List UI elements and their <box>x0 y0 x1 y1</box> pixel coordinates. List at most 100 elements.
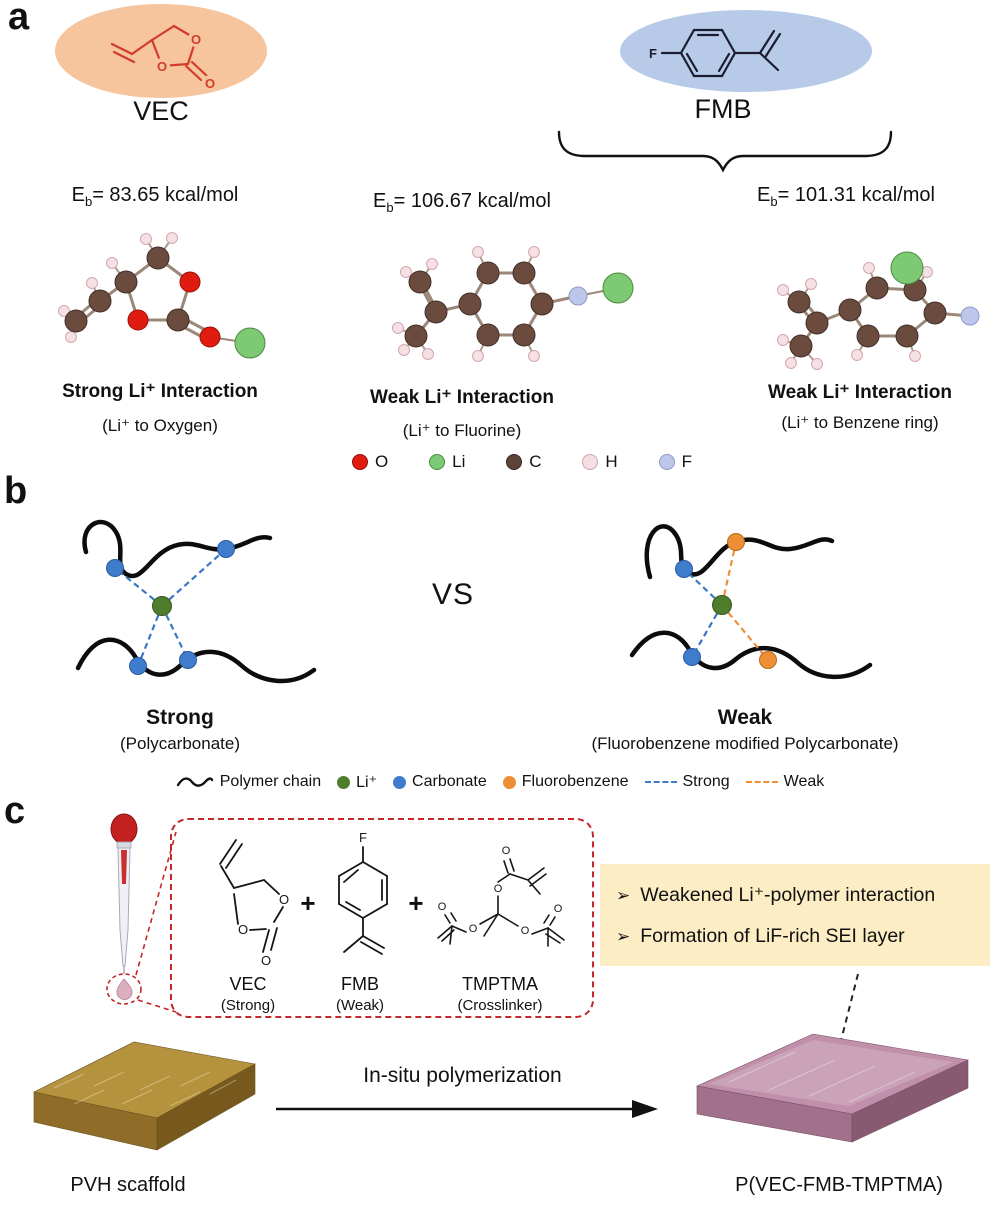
dropper-body <box>117 847 131 967</box>
panel-b-legend: Polymer chain Li⁺ Carbonate Fluorobenzen… <box>100 772 900 792</box>
product-membrane-slab <box>695 1033 970 1143</box>
atom-legend-item: H <box>582 452 618 472</box>
panel-b-label: b <box>4 470 28 512</box>
oxygen-atom-icon <box>352 454 368 470</box>
legend-li: Li⁺ <box>337 772 377 792</box>
polymerization-arrow <box>276 1100 658 1118</box>
eb-sub: b <box>770 194 778 209</box>
legend-label: Weak <box>783 773 825 790</box>
vec-highlight-ellipse <box>55 4 267 98</box>
hydrogen-atom-icon <box>582 454 599 470</box>
svg-text:O: O <box>157 59 167 74</box>
model3-carbons <box>787 276 947 358</box>
plus-sign: + <box>300 888 316 918</box>
svg-text:O: O <box>191 32 201 47</box>
fmb-brace <box>557 130 893 173</box>
electrolyte-drop <box>116 978 133 1000</box>
model2-lithium-ion <box>602 272 634 304</box>
fmb-fluorine-label: F <box>649 46 657 61</box>
lithium-ion-dot <box>152 596 172 616</box>
vec-c-oxygen-labels: O O O <box>238 892 289 968</box>
model-fmb-li-ring <box>777 251 980 370</box>
panel-c-label: c <box>4 790 26 832</box>
eb-prefix: E <box>71 184 85 206</box>
carbon-atom-icon <box>506 454 523 470</box>
slab-side-face <box>851 1059 969 1143</box>
tmptma-structure-c: O O O O O O <box>437 845 565 947</box>
eb-sub: b <box>84 194 93 209</box>
vec-c-role: (Strong) <box>220 997 276 1014</box>
model3-lithium-ion <box>890 251 924 285</box>
fluorobenzene-dot-icon <box>502 775 516 789</box>
eb-value: = 101.31 kcal/mol <box>777 184 935 206</box>
model3-title: Weak Li⁺ Interaction <box>768 382 952 403</box>
benefit-item: ➢ Weakened Li⁺-polymer interaction <box>616 883 974 907</box>
tmptma-c-name: TMPTMA <box>462 974 538 994</box>
dropper-illustration <box>106 813 142 1005</box>
binding-energy-fmb-f: Eb= 106.67 kcal/mol <box>342 190 582 215</box>
legend-polymer-chain: Polymer chain <box>176 773 321 791</box>
strong-interaction-schematic <box>75 519 317 684</box>
svg-text:O: O <box>469 923 478 935</box>
legend-label: Carbonate <box>412 773 487 790</box>
fmb-bonds <box>660 28 782 78</box>
svg-text:F: F <box>359 830 367 845</box>
polymer-chain-icon <box>176 777 213 787</box>
fmb-structure-drawing: F <box>649 28 782 78</box>
eb-prefix: E <box>757 184 771 206</box>
dropper-liquid <box>121 850 127 884</box>
atom-legend-item: C <box>506 452 542 472</box>
strong-title: Strong <box>146 706 214 729</box>
legend-carbonate: Carbonate <box>393 773 487 791</box>
fmb-c-name: FMB <box>341 974 379 994</box>
svg-text:O: O <box>502 845 511 857</box>
eb-prefix: E <box>373 190 387 212</box>
model2-hydrogens <box>392 246 540 362</box>
atom-legend-item: O <box>352 452 388 472</box>
strong-subtitle: (Polycarbonate) <box>119 734 240 753</box>
atom-symbol: C <box>529 452 542 471</box>
fmb-structure-c: F <box>338 830 388 955</box>
eb-sub: b <box>386 200 394 215</box>
process-label: In-situ polymerization <box>363 1064 562 1087</box>
model2-title: Weak Li⁺ Interaction <box>370 387 554 408</box>
arrow-bullet-icon: ➢ <box>616 885 631 905</box>
model1-oxygens <box>127 271 221 348</box>
vec-name: VEC <box>133 96 189 126</box>
model1-lithium-ion <box>234 327 266 359</box>
legend-strong: Strong <box>644 773 730 791</box>
benefit-text: Weakened Li⁺-polymer interaction <box>640 883 936 906</box>
legend-label: Li⁺ <box>356 774 378 791</box>
fmb-highlight-ellipse <box>620 10 872 92</box>
membrane-texture <box>728 1051 916 1103</box>
li-dot-icon <box>337 775 351 789</box>
svg-text:O: O <box>279 892 289 907</box>
model2-carbons <box>404 261 554 348</box>
model1-hydrogens <box>58 232 178 343</box>
model-vec-li <box>58 232 266 359</box>
model2-fluorine-atom <box>568 286 588 306</box>
monomer-mixture-box <box>170 818 594 1018</box>
legend-label: Polymer chain <box>219 773 322 790</box>
svg-text:O: O <box>521 925 530 937</box>
product-label: P(VEC-FMB-TMPTMA) <box>735 1174 943 1196</box>
binding-energy-fmb-ring: Eb= 101.31 kcal/mol <box>726 184 966 209</box>
weak-title: Weak <box>717 706 773 729</box>
svg-text:O: O <box>494 883 503 895</box>
svg-text:O: O <box>261 953 271 968</box>
benefit-item: ➢ Formation of LiF-rich SEI layer <box>616 925 974 948</box>
vec-c-name: VEC <box>229 974 267 994</box>
fmb-name: FMB <box>694 94 752 124</box>
atom-symbol: Li <box>452 452 466 471</box>
benefit-text: Formation of LiF-rich SEI layer <box>640 924 905 947</box>
tmptma-c-role: (Crosslinker) <box>457 997 543 1014</box>
model3-hydrogens <box>777 262 933 370</box>
scaffold-label: PVH scaffold <box>70 1174 186 1196</box>
fluorine-atom-icon <box>658 454 675 470</box>
weak-subtitle: (Fluorobenzene modified Polycarbonate) <box>591 734 899 753</box>
lithium-ion-dot <box>712 595 732 615</box>
vec-structure-drawing: O O O <box>110 24 218 91</box>
fmb-c-bonds <box>338 846 388 955</box>
lithium-atom-icon <box>429 454 446 470</box>
